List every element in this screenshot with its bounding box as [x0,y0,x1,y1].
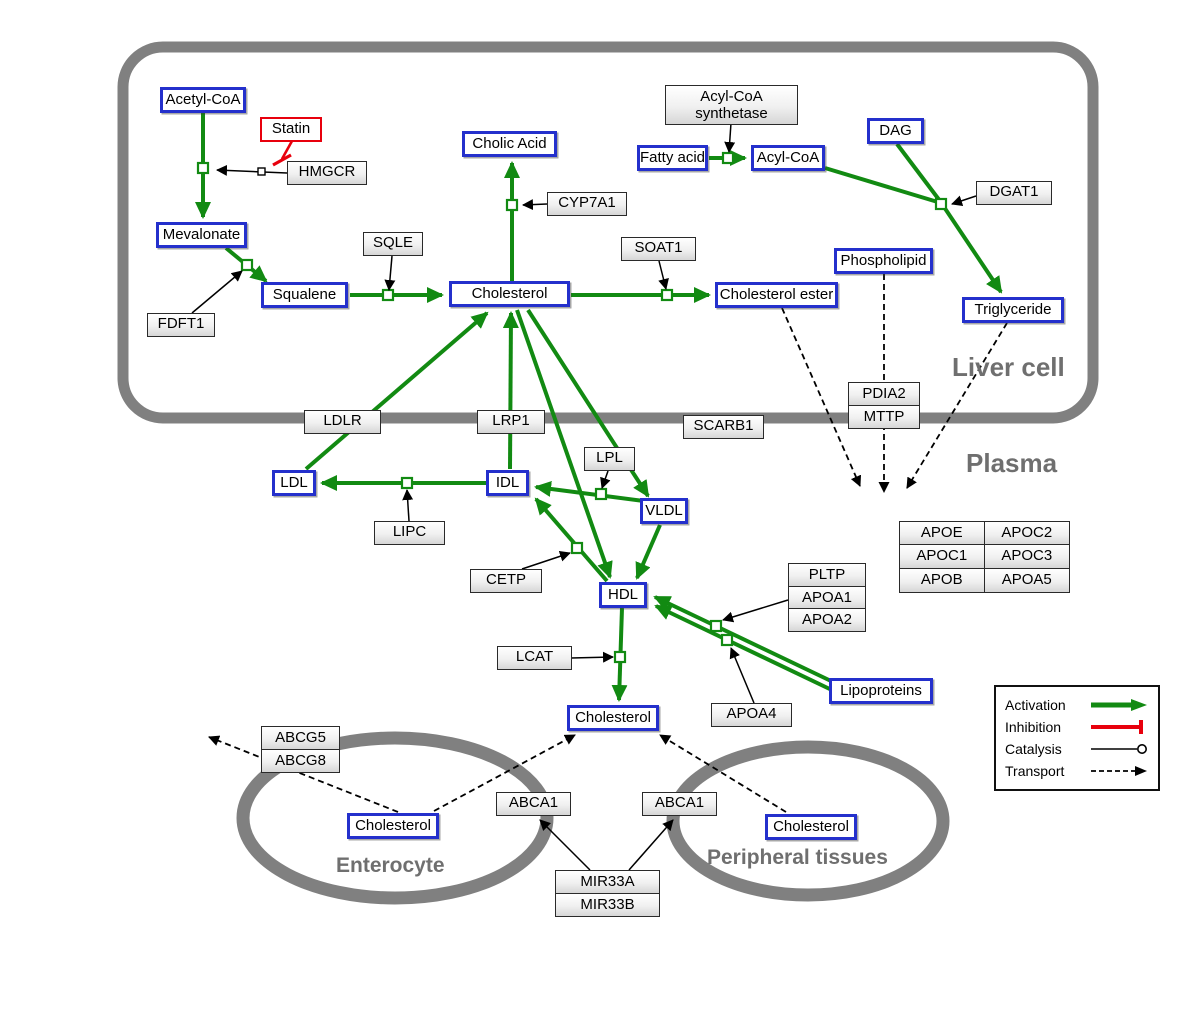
protein-apoe[interactable]: APOE [898,520,985,546]
drug-statin[interactable]: Statin [260,117,322,142]
enzyme-sqle[interactable]: SQLE [363,232,423,256]
metabolite-dag[interactable]: DAG [867,118,924,144]
reaction-squares [196,151,948,664]
metabolite-lipoproteins[interactable]: Lipoproteins [829,678,933,704]
protein-apoa5[interactable]: APOA5 [983,567,1070,593]
enzyme-cetp[interactable]: CETP [470,569,542,593]
metabolite-idl[interactable]: IDL [486,470,529,496]
enzyme-lcat[interactable]: LCAT [497,646,572,670]
protein-apoc2[interactable]: APOC2 [983,520,1070,546]
metabolite-acetyl-coa[interactable]: Acetyl-CoA [160,87,246,113]
metabolite-cholesterol-plasma[interactable]: Cholesterol [567,705,659,731]
enterocyte-label: Enterocyte [336,854,445,877]
compartment-shapes [117,41,1099,905]
apo-table: APOE APOC2 APOC1 APOC3 APOB APOA5 [898,520,1070,593]
transporter-abca1-peripheral[interactable]: ABCA1 [642,792,717,816]
legend-activation: Activation [1005,694,1149,716]
transporter-group-abcg5-abcg8: ABCG5 ABCG8 [261,726,340,773]
enzyme-acyl-coa-synthetase-line2: synthetase [695,105,768,122]
catalysis-circle-icon [1091,744,1147,754]
enzyme-pdia2[interactable]: PDIA2 [848,382,920,406]
protein-apoa2[interactable]: APOA2 [788,608,866,632]
enzyme-acyl-coa-synthetase[interactable]: Acyl-CoA synthetase [665,85,798,125]
transport-dashed-arrow-icon [1091,766,1147,776]
metabolite-cholesterol-peripheral[interactable]: Cholesterol [765,814,857,840]
transporter-abca1-enterocyte[interactable]: ABCA1 [496,792,571,816]
legend: Activation Inhibition Catalysis Transpor… [994,685,1160,791]
enzyme-mttp[interactable]: MTTP [848,404,920,429]
catalysis-edges [191,122,977,871]
legend-transport-label: Transport [1005,763,1065,779]
enzyme-group-pdia2-mttp: PDIA2 MTTP [848,382,920,429]
protein-group-pltp-apoa1-apoa2: PLTP APOA1 APOA2 [788,563,866,632]
mirna-group-mir33: MIR33A MIR33B [555,870,660,917]
metabolite-cholesterol-enterocyte[interactable]: Cholesterol [347,813,439,839]
transporter-abcg8[interactable]: ABCG8 [261,748,340,773]
metabolite-cholesterol-liver[interactable]: Cholesterol [449,281,570,307]
enzyme-cyp7a1[interactable]: CYP7A1 [547,192,627,216]
metabolite-mevalonate[interactable]: Mevalonate [156,222,247,248]
protein-apoc3[interactable]: APOC3 [983,544,1070,569]
enzyme-lpl[interactable]: LPL [584,447,635,471]
metabolite-ldl[interactable]: LDL [272,470,316,496]
peripheral-tissues-label: Peripheral tissues [707,846,888,869]
receptor-lrp1[interactable]: LRP1 [477,410,545,434]
protein-apoc1[interactable]: APOC1 [898,544,985,569]
transporter-abcg5[interactable]: ABCG5 [261,726,340,750]
metabolite-hdl[interactable]: HDL [599,582,647,608]
enzyme-soat1[interactable]: SOAT1 [621,237,696,261]
protein-pltp[interactable]: PLTP [788,563,866,587]
enzyme-acyl-coa-synthetase-line1: Acyl-CoA [700,88,763,105]
enzyme-fdft1[interactable]: FDFT1 [147,313,215,337]
protein-apoa1[interactable]: APOA1 [788,585,866,610]
inhibition-tbar-icon [1091,720,1143,734]
metabolite-acyl-coa[interactable]: Acyl-CoA [751,145,825,171]
legend-activation-label: Activation [1005,697,1066,713]
metabolite-vldl[interactable]: VLDL [640,498,688,524]
enzyme-lipc[interactable]: LIPC [374,521,445,545]
transport-edges [208,274,1008,813]
enzyme-hmgcr[interactable]: HMGCR [287,161,367,185]
metabolite-triglyceride[interactable]: Triglyceride [962,297,1064,323]
metabolite-squalene[interactable]: Squalene [261,282,348,308]
legend-catalysis: Catalysis [1005,738,1149,760]
protein-apoa4[interactable]: APOA4 [711,703,792,727]
activation-arrow-icon [1091,699,1147,711]
legend-catalysis-label: Catalysis [1005,741,1062,757]
legend-inhibition-label: Inhibition [1005,719,1062,735]
metabolite-fatty-acid[interactable]: Fatty acid [637,145,708,171]
receptor-scarb1[interactable]: SCARB1 [683,415,764,439]
mirna-mir33a[interactable]: MIR33A [555,870,660,894]
mirna-mir33b[interactable]: MIR33B [555,892,660,917]
metabolite-phospholipid[interactable]: Phospholipid [834,248,933,274]
legend-transport: Transport [1005,760,1149,782]
plasma-label: Plasma [966,448,1058,478]
legend-inhibition: Inhibition [1005,716,1149,738]
inhibition-edge [272,140,294,167]
liver-cell-label: Liver cell [952,352,1065,382]
receptor-ldlr[interactable]: LDLR [304,410,381,434]
enzyme-dgat1[interactable]: DGAT1 [976,181,1052,205]
protein-apob[interactable]: APOB [898,567,985,593]
metabolite-cholic-acid[interactable]: Cholic Acid [462,131,557,157]
metabolite-cholesterol-ester[interactable]: Cholesterol ester [715,282,838,308]
